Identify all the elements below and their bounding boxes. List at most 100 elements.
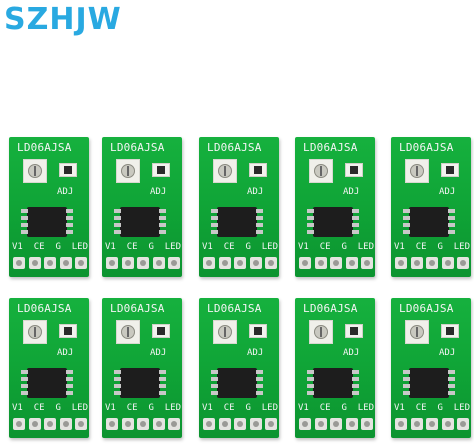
solder-pad: [457, 418, 469, 430]
smd-resistor: [249, 324, 267, 338]
adj-label: ADJ: [343, 187, 360, 197]
adj-label: ADJ: [247, 348, 264, 358]
solder-pad: [299, 418, 311, 430]
pin-label: G: [148, 242, 154, 252]
smd-resistor: [249, 163, 267, 177]
solder-pad: [75, 418, 87, 430]
adj-label: ADJ: [150, 348, 167, 358]
solder-pad: [426, 257, 438, 269]
pin-label: LED: [453, 242, 470, 252]
smd-resistor: [152, 324, 170, 338]
adj-label: ADJ: [247, 187, 264, 197]
solder-pad: [345, 418, 358, 430]
solder-pad: [168, 257, 180, 269]
pin-label: V1: [105, 242, 116, 252]
ic-chip: [21, 207, 73, 237]
smd-resistor: [59, 324, 77, 338]
solder-pad: [13, 418, 25, 430]
solder-pad: [121, 418, 134, 430]
board-model-label: LD06AJSA: [303, 302, 358, 315]
solder-pad: [441, 418, 454, 430]
ic-chip: [307, 368, 359, 398]
solder-pad: [203, 257, 215, 269]
pin-label: LED: [261, 242, 278, 252]
solder-pad: [395, 257, 407, 269]
smd-resistor: [345, 324, 363, 338]
solder-pad: [265, 257, 277, 269]
board-model-label: LD06AJSA: [17, 141, 72, 154]
solder-pads: [203, 418, 277, 430]
pin-label: G: [341, 242, 347, 252]
solder-pads: [13, 418, 87, 430]
adj-label: ADJ: [57, 187, 74, 197]
solder-pad: [330, 418, 342, 430]
potentiometer: [23, 159, 47, 183]
pin-label: CE: [223, 242, 235, 252]
pin-label: CE: [126, 403, 138, 413]
solder-pad: [395, 418, 407, 430]
ic-chip: [403, 368, 455, 398]
board-model-label: LD06AJSA: [17, 302, 72, 315]
pin-label: G: [245, 242, 251, 252]
potentiometer: [116, 159, 140, 183]
potentiometer: [213, 320, 237, 344]
pin-label: G: [55, 403, 61, 413]
pin-label: V1: [105, 403, 116, 413]
solder-pad: [59, 257, 72, 269]
ic-chip: [21, 368, 73, 398]
solder-pads: [106, 257, 180, 269]
pin-label: CE: [319, 403, 331, 413]
pin-label: LED: [357, 242, 374, 252]
pin-label: CE: [33, 403, 45, 413]
solder-pad: [234, 418, 246, 430]
pin-label: CE: [33, 242, 45, 252]
smd-resistor: [441, 324, 459, 338]
solder-pad: [426, 418, 438, 430]
solder-pads: [395, 257, 469, 269]
solder-pad: [106, 418, 118, 430]
solder-pad: [203, 418, 215, 430]
solder-pads: [395, 418, 469, 430]
pin-label: V1: [12, 242, 23, 252]
adj-label: ADJ: [150, 187, 167, 197]
pin-label: LED: [357, 403, 374, 413]
pin-label: CE: [415, 242, 427, 252]
smd-resistor: [345, 163, 363, 177]
pin-label: V1: [394, 403, 405, 413]
solder-pad: [299, 257, 311, 269]
solder-pad: [152, 257, 165, 269]
ic-chip: [211, 207, 263, 237]
board-model-label: LD06AJSA: [207, 302, 262, 315]
ic-chip: [403, 207, 455, 237]
solder-pad: [28, 257, 41, 269]
solder-pads: [106, 418, 180, 430]
solder-pad: [314, 418, 327, 430]
smd-resistor: [441, 163, 459, 177]
solder-pad: [249, 418, 262, 430]
potentiometer: [405, 320, 429, 344]
potentiometer: [309, 159, 333, 183]
solder-pad: [59, 418, 72, 430]
pin-label: G: [55, 242, 61, 252]
ic-chip: [307, 207, 359, 237]
solder-pad: [234, 257, 246, 269]
adj-label: ADJ: [57, 348, 74, 358]
pin-labels: V1 CE G LED: [202, 242, 278, 252]
potentiometer: [116, 320, 140, 344]
board-model-label: LD06AJSA: [110, 302, 165, 315]
potentiometer: [309, 320, 333, 344]
solder-pad: [106, 257, 118, 269]
solder-pad: [314, 257, 327, 269]
potentiometer: [213, 159, 237, 183]
pin-label: V1: [202, 242, 213, 252]
